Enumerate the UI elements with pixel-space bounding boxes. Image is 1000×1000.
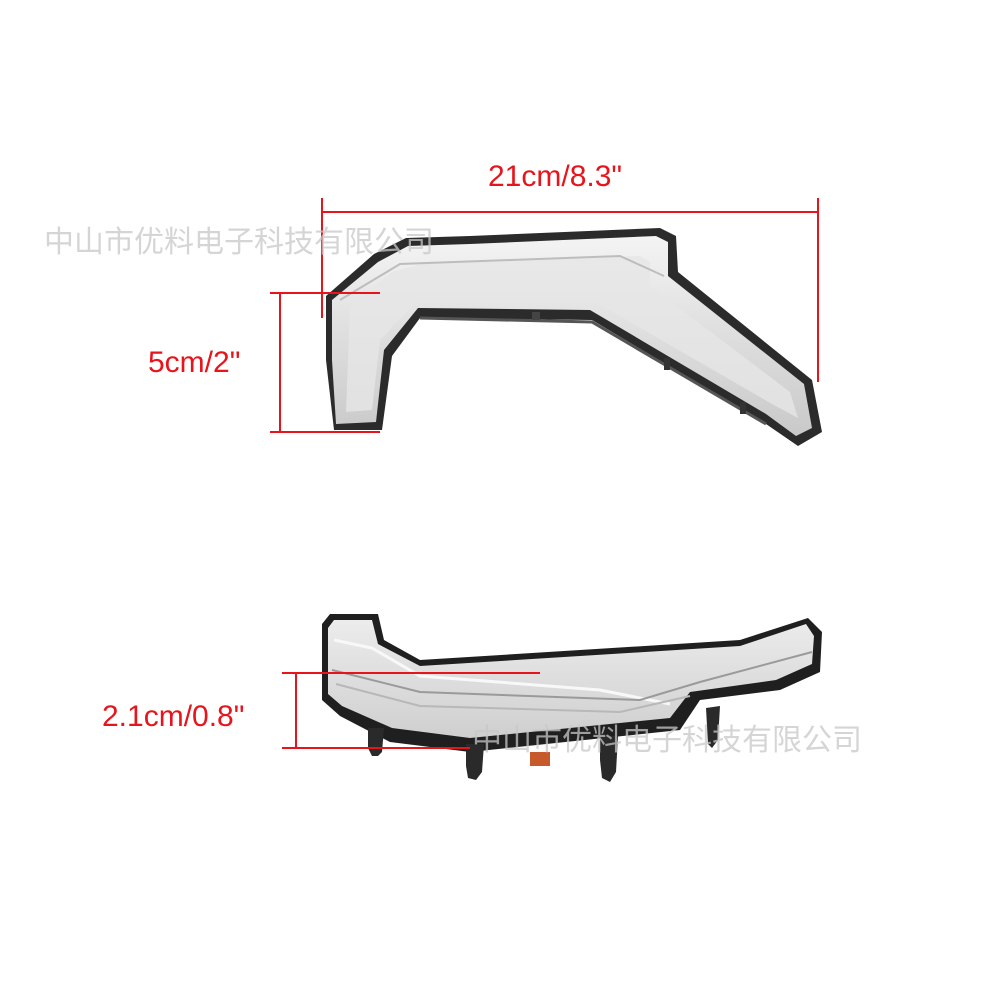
light-top-view [326,228,822,446]
thickness-label: 2.1cm/0.8" [102,700,244,733]
length-label: 21cm/8.3" [488,160,622,193]
lens-inner-face [346,256,798,418]
lens-bottom-edge [419,316,767,426]
dimension-height: 5cm/2" [148,292,380,433]
lens-line [331,651,813,702]
light-side-view [322,614,822,782]
lens-highlight [333,638,671,706]
watermark-bottom: 中山市优料电子科技有限公司 [472,723,862,758]
mount-tab [740,402,746,414]
lens-body [328,620,814,738]
watermark-top: 中山市优料电子科技有限公司 [44,225,434,260]
mount-peg [706,706,720,748]
mount-peg [368,728,384,756]
height-label: 5cm/2" [148,346,240,379]
wire-connector [530,752,550,766]
mount-peg [466,744,484,780]
dimension-thickness: 2.1cm/0.8" [102,672,540,749]
mount-tab [532,312,540,320]
lens-line [335,683,691,714]
lens-crease [339,254,665,301]
mount-tab [664,358,670,370]
dimension-length: 21cm/8.3" [321,160,819,382]
mount-peg [600,736,618,782]
